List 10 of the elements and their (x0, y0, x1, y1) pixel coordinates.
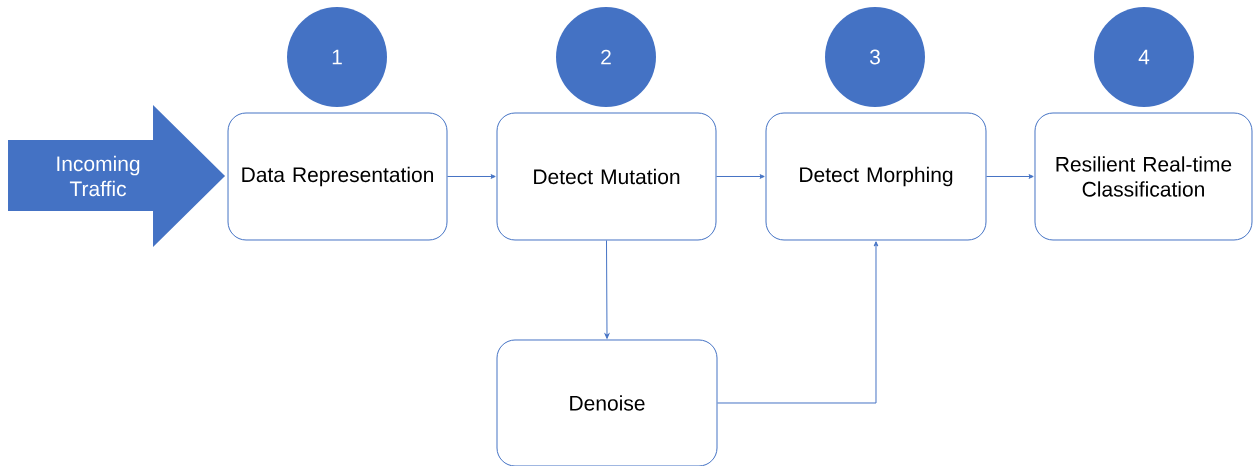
process-box: Data Representation (227, 112, 448, 241)
arrow (716, 174, 765, 179)
process-box: Resilient Real-time Classification (1034, 112, 1253, 241)
process-box: Detect Morphing (765, 112, 987, 241)
arrow (986, 174, 1034, 179)
arrow (604, 240, 610, 339)
arrow (717, 241, 879, 404)
process-box: Denoise (496, 339, 718, 466)
process-box: Detect Mutation (496, 112, 717, 241)
arrow (447, 174, 496, 179)
